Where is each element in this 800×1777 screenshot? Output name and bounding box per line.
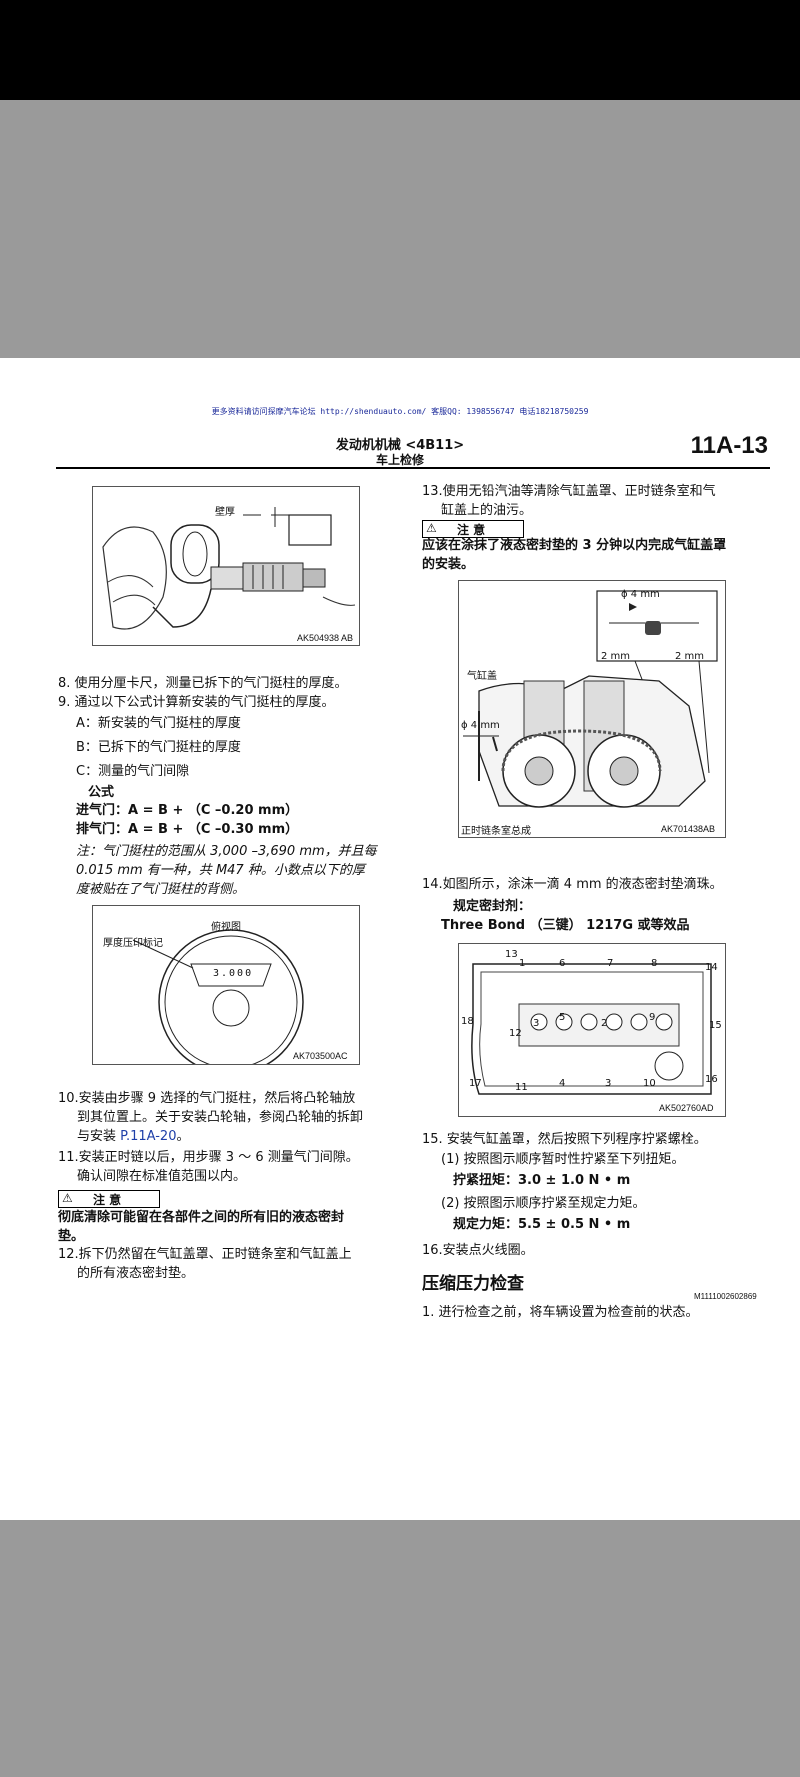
figure-id: AK502760AD <box>659 1103 714 1113</box>
bolt-label: 1 <box>519 958 526 969</box>
intake-formula: 进气门：A = B + （C –0.20 mm） <box>76 803 299 818</box>
left-bead-label: ϕ 4 mm <box>461 720 500 731</box>
section-heading: 压缩压力检查 <box>422 1274 524 1294</box>
step-11-line-1: 11.安装正时链以后，用步骤 3 ～ 6 测量气门间隙。 <box>58 1150 359 1165</box>
step-15: 15. 安装气缸盖罩，然后按照下列程序拧紧螺栓。 <box>422 1132 707 1147</box>
step-12-line-1: 12.拆下仍然留在气缸盖罩、正时链条室和气缸盖上 <box>58 1247 352 1262</box>
tappet-figure: 俯视图 厚度压印标记 3.000 AK703500AC <box>92 905 360 1075</box>
figure-id: AK703500AC <box>293 1051 348 1061</box>
thickness-stamp: 3.000 <box>213 968 254 979</box>
step-10-text: 与安装 <box>77 1129 121 1144</box>
note-line-3: 度被贴在了气门挺柱的背侧。 <box>76 882 246 897</box>
figure-id: AK504938 AB <box>297 633 354 643</box>
step-8: 8. 使用分厘卡尺，测量已拆下的气门挺柱的厚度。 <box>58 676 348 691</box>
definition-c: C：测量的气门间隙 <box>76 764 190 779</box>
tappet-illustration <box>132 929 304 1075</box>
step-11-line-2: 确认间隙在标准值范围以内。 <box>77 1169 247 1184</box>
header-title: 发动机机械 <4B11> <box>335 438 465 453</box>
bolt-label: 16 <box>705 1074 718 1085</box>
exhaust-formula: 排气门：A = B + （C –0.30 mm） <box>76 822 299 837</box>
caution-box: ⚠ 注 意 <box>58 1190 160 1208</box>
top-view-title: 俯视图 <box>211 922 241 933</box>
warning-line-1: 彻底清除可能留在各部件之间的所有旧的液态密封 <box>58 1210 345 1225</box>
sealant-title: 规定密封剂： <box>453 899 532 914</box>
viewer-background-bottom <box>0 1520 800 1777</box>
bolt-label: 3 <box>605 1078 612 1089</box>
bolt-order-figure: 13 1 6 7 8 14 18 15 12 3 5 2 9 17 11 4 3… <box>458 943 726 1117</box>
right-gap-label: 2 mm <box>675 651 705 662</box>
bolt-label: 7 <box>607 958 614 969</box>
micrometer-figure: 壁厚 AK504938 AB <box>92 486 360 646</box>
sealant-figure: ϕ 4 mm 2 mm 2 mm 气缸盖 ϕ 4 mm 正时链条室总成 AK70… <box>458 580 726 838</box>
warning-icon: ⚠ <box>62 1191 73 1205</box>
bolt-label: 18 <box>461 1016 474 1027</box>
cylinder-head-label: 气缸盖 <box>467 671 497 682</box>
bolt-label: 14 <box>705 962 718 973</box>
caution-box: ⚠ 注 意 <box>422 520 524 538</box>
torque-2: 规定力矩：5.5 ± 0.5 N • m <box>453 1217 631 1232</box>
bolt-label: 2 <box>601 1018 608 1029</box>
step-10-end: 。 <box>176 1129 190 1144</box>
sub-step-2: (2) 按照图示顺序拧紧至规定力矩。 <box>441 1196 646 1211</box>
bolt-label: 6 <box>559 958 566 969</box>
note-line-2: 0.015 mm 有一种，共 M47 种。小数点以下的厚 <box>76 863 365 878</box>
warning-line-2: 的安装。 <box>422 557 475 572</box>
definition-a: A：新安装的气门挺柱的厚度 <box>76 716 241 731</box>
chain-case-label: 正时链条室总成 <box>461 826 531 837</box>
bolt-label: 9 <box>649 1012 656 1023</box>
caution-label: 注 意 <box>457 523 486 537</box>
cover-illustration <box>471 963 712 1095</box>
header-subtitle: 车上检修 <box>375 453 424 467</box>
warning-icon: ⚠ <box>426 521 437 535</box>
engine-illustration <box>463 590 718 808</box>
bolt-label: 4 <box>559 1078 566 1089</box>
warning-line-2: 垫。 <box>58 1229 85 1244</box>
bolt-label: 13 <box>505 949 518 960</box>
step-13-line-1: 13.使用无铅汽油等清除气缸盖罩、正时链条室和气 <box>422 484 716 499</box>
warning-line-1: 应该在涂抹了液态密封垫的 3 分钟以内完成气缸盖罩 <box>422 538 727 553</box>
section-id: M1111002602869 <box>694 1292 757 1301</box>
caution-label: 注 意 <box>93 1193 122 1207</box>
step-10-line-1: 10.安装由步骤 9 选择的气门挺柱，然后将凸轮轴放 <box>58 1091 356 1106</box>
page-reference-link[interactable]: P.11A-20 <box>120 1129 177 1144</box>
definition-b: B：已拆下的气门挺柱的厚度 <box>76 740 241 755</box>
step-12-line-2: 的所有液态密封垫。 <box>77 1266 195 1281</box>
bolt-label: 15 <box>709 1020 722 1031</box>
step-13-line-2: 缸盖上的油污。 <box>441 503 533 518</box>
bolt-label: 11 <box>515 1082 528 1093</box>
thickness-mark-label: 厚度压印标记 <box>103 938 163 949</box>
page-number: 11A-13 <box>690 432 768 459</box>
step-10-line-2: 到其位置上。关于安装凸轮轴，参阅凸轮轴的拆卸 <box>77 1110 364 1125</box>
bolt-label: 12 <box>509 1028 522 1039</box>
step-1: 1. 进行检查之前，将车辆设置为检查前的状态。 <box>422 1305 699 1320</box>
bolt-label: 8 <box>651 958 658 969</box>
left-gap-label: 2 mm <box>601 651 631 662</box>
step-10-line-3: 与安装 P.11A-20。 <box>77 1127 190 1146</box>
micrometer-illustration <box>102 507 356 630</box>
viewer-background-top <box>0 100 800 358</box>
document-page: 更多资料请访问探摩汽车论坛 http://shenduauto.com/ 客服Q… <box>0 358 800 1520</box>
step-16: 16.安装点火线圈。 <box>422 1243 534 1258</box>
figure-id: AK701438AB <box>661 824 716 834</box>
ad-line: 更多资料请访问探摩汽车论坛 http://shenduauto.com/ 客服Q… <box>211 407 589 416</box>
bolt-label: 17 <box>469 1078 482 1089</box>
bolt-label: 10 <box>643 1078 656 1089</box>
note-line-1: 注：气门挺柱的范围从 3,000 –3,690 mm，并且每 <box>76 844 377 859</box>
top-black-bar <box>0 0 800 100</box>
bead-diameter-label: ϕ 4 mm <box>621 589 660 600</box>
bolt-label: 3 <box>533 1018 540 1029</box>
bolt-label: 5 <box>559 1012 566 1023</box>
step-9: 9. 通过以下公式计算新安装的气门挺柱的厚度。 <box>58 695 335 710</box>
wall-thickness-label: 壁厚 <box>215 507 235 518</box>
sub-step-1: (1) 按照图示顺序暂时性拧紧至下列扭矩。 <box>441 1152 685 1167</box>
formula-title: 公式 <box>88 785 115 800</box>
header-rule <box>56 467 770 469</box>
torque-1: 拧紧扭矩：3.0 ± 1.0 N • m <box>453 1173 631 1188</box>
step-14: 14.如图所示，涂沫一滴 4 mm 的液态密封垫滴珠。 <box>422 877 723 892</box>
sealant-spec: Three Bond （三键） 1217G 或等效品 <box>441 918 690 933</box>
